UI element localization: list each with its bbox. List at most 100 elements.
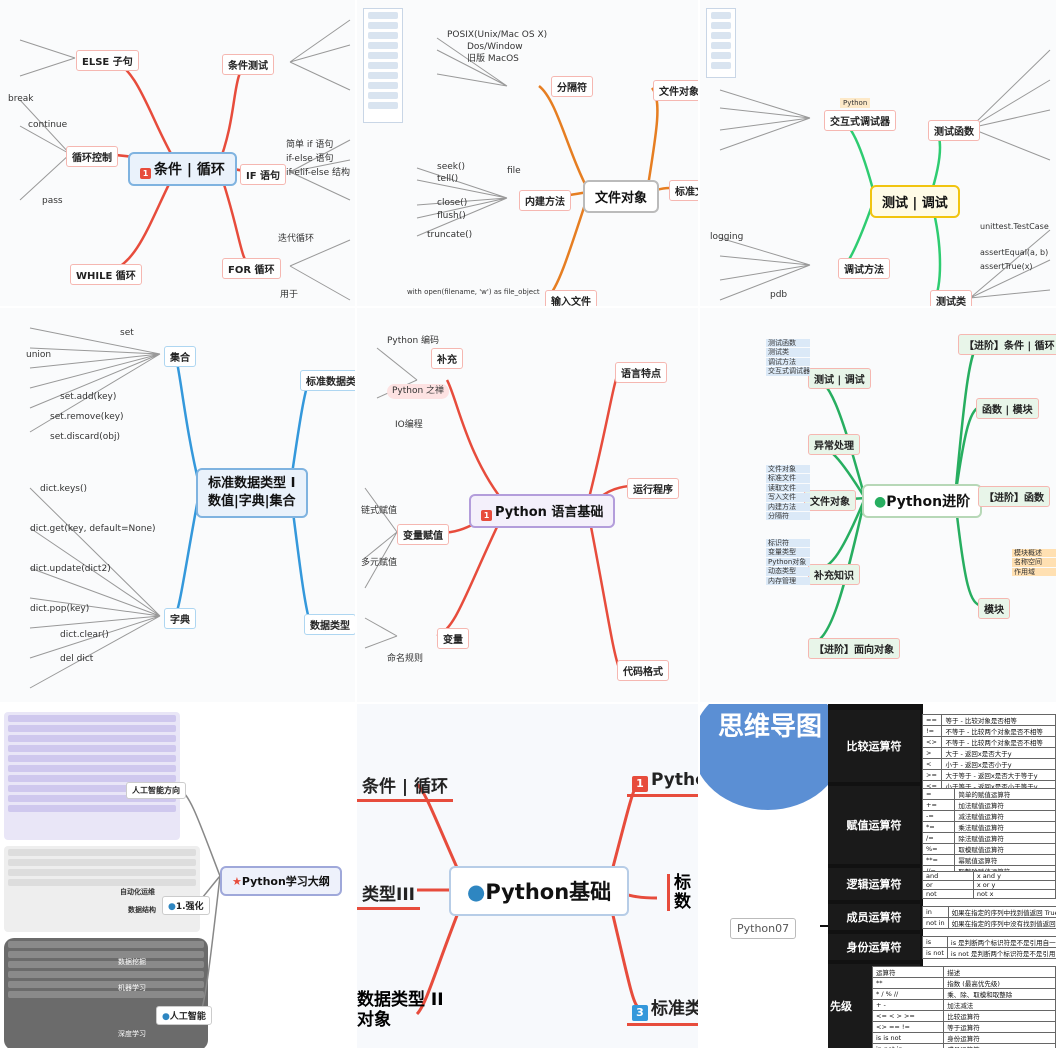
leaf-if-elif-else: if-elif-else 结构 <box>286 168 351 178</box>
operator-cell: not <box>922 889 974 899</box>
leaf-dos: Dos/Window <box>467 42 523 52</box>
leaf-column-files: 文件对象 标准文件 读取文件 写入文件 内建方法 分隔符 <box>766 464 810 521</box>
operator-cell: 运算符 <box>871 966 945 978</box>
operator-cell: -= <box>921 810 956 822</box>
leaf-multi-assign: 多元赋值 <box>361 558 398 568</box>
branch-code-format: 代码格式 <box>617 660 669 681</box>
description-cell: 减法赋值运算符 <box>954 810 1056 822</box>
number-badge-icon: 1 <box>140 168 151 179</box>
leaf-pdb: pdb <box>770 290 788 300</box>
tile-testing-debugging: 测试 | 调试 交互式调试器 测试函数 调试方法 测试类 Python logg… <box>700 0 1058 308</box>
central-node: ●Python基础 <box>449 866 630 916</box>
branch-run-program: 运行程序 <box>627 478 679 499</box>
leaf-item: 写入文件 <box>766 493 810 502</box>
leaf-tell: tell() <box>437 174 459 184</box>
leaf-item: 动态类型 <box>766 567 810 576</box>
description-cell: 如果在指定的序列中没有找到值返回 True <box>947 917 1056 929</box>
cloud-shape <box>700 704 844 810</box>
description-cell: 如果在指定的序列中找到值返回 True <box>947 906 1056 918</box>
table-row: <= < > >=比较运算符 <box>871 1010 1056 1022</box>
leaf-column-modules: 模块概述 名称空间 作用域 <box>1012 548 1056 577</box>
tile-standard-types-1: 标准数据类型 I 数值|字典|集合 集合 标准数据类型 字典 数据类型 set … <box>0 308 357 704</box>
leaf-dict-clear: dict.clear() <box>60 630 109 640</box>
branch-input-file: 输入文件 <box>545 290 597 306</box>
cat-member: 成员运算符 <box>828 904 920 930</box>
branch-test-debug: 测试 | 调试 <box>808 368 871 389</box>
branch-conditions-loops: 条件 | 循环 <box>357 770 454 802</box>
table-row: <> == !=等于运算符 <box>871 1021 1056 1033</box>
legend-panel <box>363 8 403 123</box>
operator-cell: in not in <box>871 1043 945 1048</box>
description-cell: 大于 - 返回x是否大于y <box>941 747 1056 759</box>
table-row: +=加法赋值运算符 <box>921 799 1056 811</box>
leaf-break: break <box>8 94 34 104</box>
central-node: ★Python学习大纲 <box>220 866 342 896</box>
operator-cell: + - <box>871 999 945 1011</box>
branch-dict: 字典 <box>164 608 196 629</box>
leaf-pass: pass <box>42 196 63 206</box>
description-cell: 指数 (最高优先级) <box>943 977 1056 989</box>
branch-standard-types: 标准数据类型 <box>300 370 355 391</box>
leaf-old-macos: 旧版 MacOS <box>467 54 519 64</box>
description-cell: 除法赋值运算符 <box>954 832 1056 844</box>
branch-if: IF 语句 <box>240 164 287 185</box>
leaf-item: 标准文件 <box>766 474 810 483</box>
branch-debugger: 交互式调试器 <box>824 110 896 131</box>
table-row: <小于 - 返回x是否小于y <box>921 758 1056 770</box>
leaf-item: 文件对象 <box>766 465 810 474</box>
branch-standard-line-2: 数 <box>674 891 691 912</box>
branch-assignment: 变量赋值 <box>397 524 449 545</box>
leaf-devops: 自动化运维 <box>120 888 155 896</box>
description-cell: 比较运算符 <box>943 1010 1056 1022</box>
branch-strengthen: ●1.强化 <box>162 896 210 915</box>
number-badge-icon: 1 <box>632 776 648 792</box>
leaf-dict-keys: dict.keys() <box>40 484 88 494</box>
description-cell: 加法减法 <box>943 999 1056 1011</box>
table-row: 运算符描述 <box>871 966 1056 978</box>
leaf-deep-learning: 深度学习 <box>118 1030 146 1038</box>
branch-exceptions: 异常处理 <box>808 434 860 455</box>
leaf-data-mining: 数据挖掘 <box>118 958 146 966</box>
operator-cell: < <box>921 758 943 770</box>
operator-cell: *= <box>921 821 956 833</box>
leaf-item: 内存管理 <box>766 576 810 585</box>
description-cell: 取模赋值运算符 <box>954 843 1056 855</box>
leaf-dict-get: dict.get(key, default=None) <box>30 524 156 534</box>
description-cell: 身份运算符 <box>943 1032 1056 1044</box>
leaf-item: Python对象 <box>766 557 810 567</box>
leaf-set: set <box>120 328 134 338</box>
operator-cell: and <box>922 871 974 881</box>
person-icon: ● <box>467 880 486 904</box>
leaf-item: 测试类 <box>766 348 810 357</box>
branch-data-type-2-line-1: 数据类型 II <box>357 990 444 1010</box>
branch-supplement-knowledge: 补充知识 <box>808 564 860 585</box>
operator-cell: or <box>922 880 974 890</box>
leaf-continue: continue <box>28 120 68 130</box>
cat-logic: 逻辑运算符 <box>828 868 920 900</box>
operator-cell: is <box>922 936 948 948</box>
branch-else: ELSE 子句 <box>76 50 139 71</box>
leaf-simple-if: 简单 if 语句 <box>286 140 334 150</box>
leaf-item: 标识符 <box>766 539 810 548</box>
leaf-dict-update: dict.update(dict2) <box>30 564 111 574</box>
branch-data-type-2-line-2: 对象 <box>357 1010 391 1031</box>
leaf-seek: seek() <box>437 162 465 172</box>
leaf-assert-true: assertTrue(x) <box>980 262 1033 271</box>
description-cell: 成员运算符 <box>943 1043 1056 1048</box>
description-cell: 等于 - 比较对象是否相等 <box>941 714 1056 726</box>
branch-variable: 变量 <box>437 628 469 649</box>
leaf-set-add: set.add(key) <box>60 392 117 402</box>
table-row: =简单的赋值运算符 <box>921 788 1056 800</box>
dark-block <box>4 938 208 1048</box>
tile-python-advanced: ●Python进阶 测试 | 调试 【进阶】条件 | 循环 异常处理 函数 | … <box>700 308 1058 704</box>
branch-separator: 分隔符 <box>551 76 593 97</box>
leaf-del-dict: del dict <box>60 654 94 664</box>
compare-table: ==等于 - 比较对象是否相等!=不等于 - 比较两个对象是否不相等<>不等于 … <box>921 714 1056 792</box>
operator-cell: += <box>921 799 956 811</box>
